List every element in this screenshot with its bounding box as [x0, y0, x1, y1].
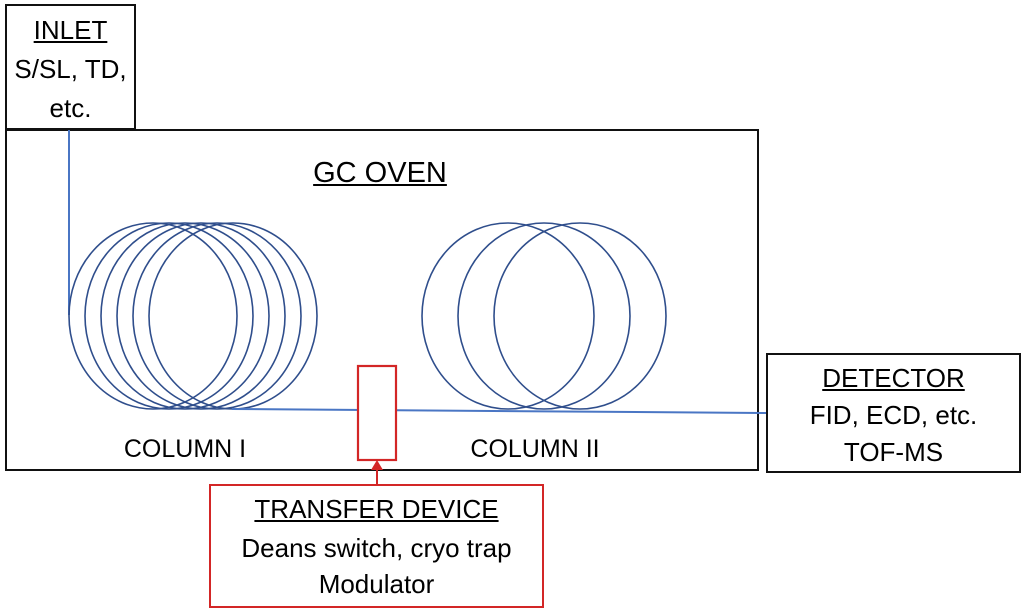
inlet-box: [5, 4, 136, 130]
inlet-line-1: S/SL, TD,: [14, 54, 127, 84]
transfer-arrow-head: [371, 460, 383, 470]
transfer-line-2: Modulator: [318, 569, 435, 599]
detector-title: DETECTOR: [822, 363, 965, 393]
inlet-line-2: etc.: [49, 93, 92, 123]
transfer-element: [356, 364, 398, 462]
column-1-label: COLUMN I: [123, 435, 247, 463]
detector-box: [766, 353, 1021, 473]
inlet-title: INLET: [33, 15, 108, 45]
transfer-title: TRANSFER DEVICE: [254, 494, 499, 524]
detector-line-1: FID, ECD, etc.: [809, 400, 978, 430]
column-1-coil: [68, 222, 318, 410]
oven-title: GC OVEN: [313, 157, 447, 189]
connecting-tube: [231, 408, 767, 414]
column-2-label: COLUMN II: [470, 435, 600, 463]
column-2-coil: [421, 222, 667, 410]
transfer-line-1: Deans switch, cryo trap: [241, 533, 512, 563]
transfer-device-box: [209, 484, 544, 608]
detector-line-2: TOF-MS: [843, 437, 944, 467]
